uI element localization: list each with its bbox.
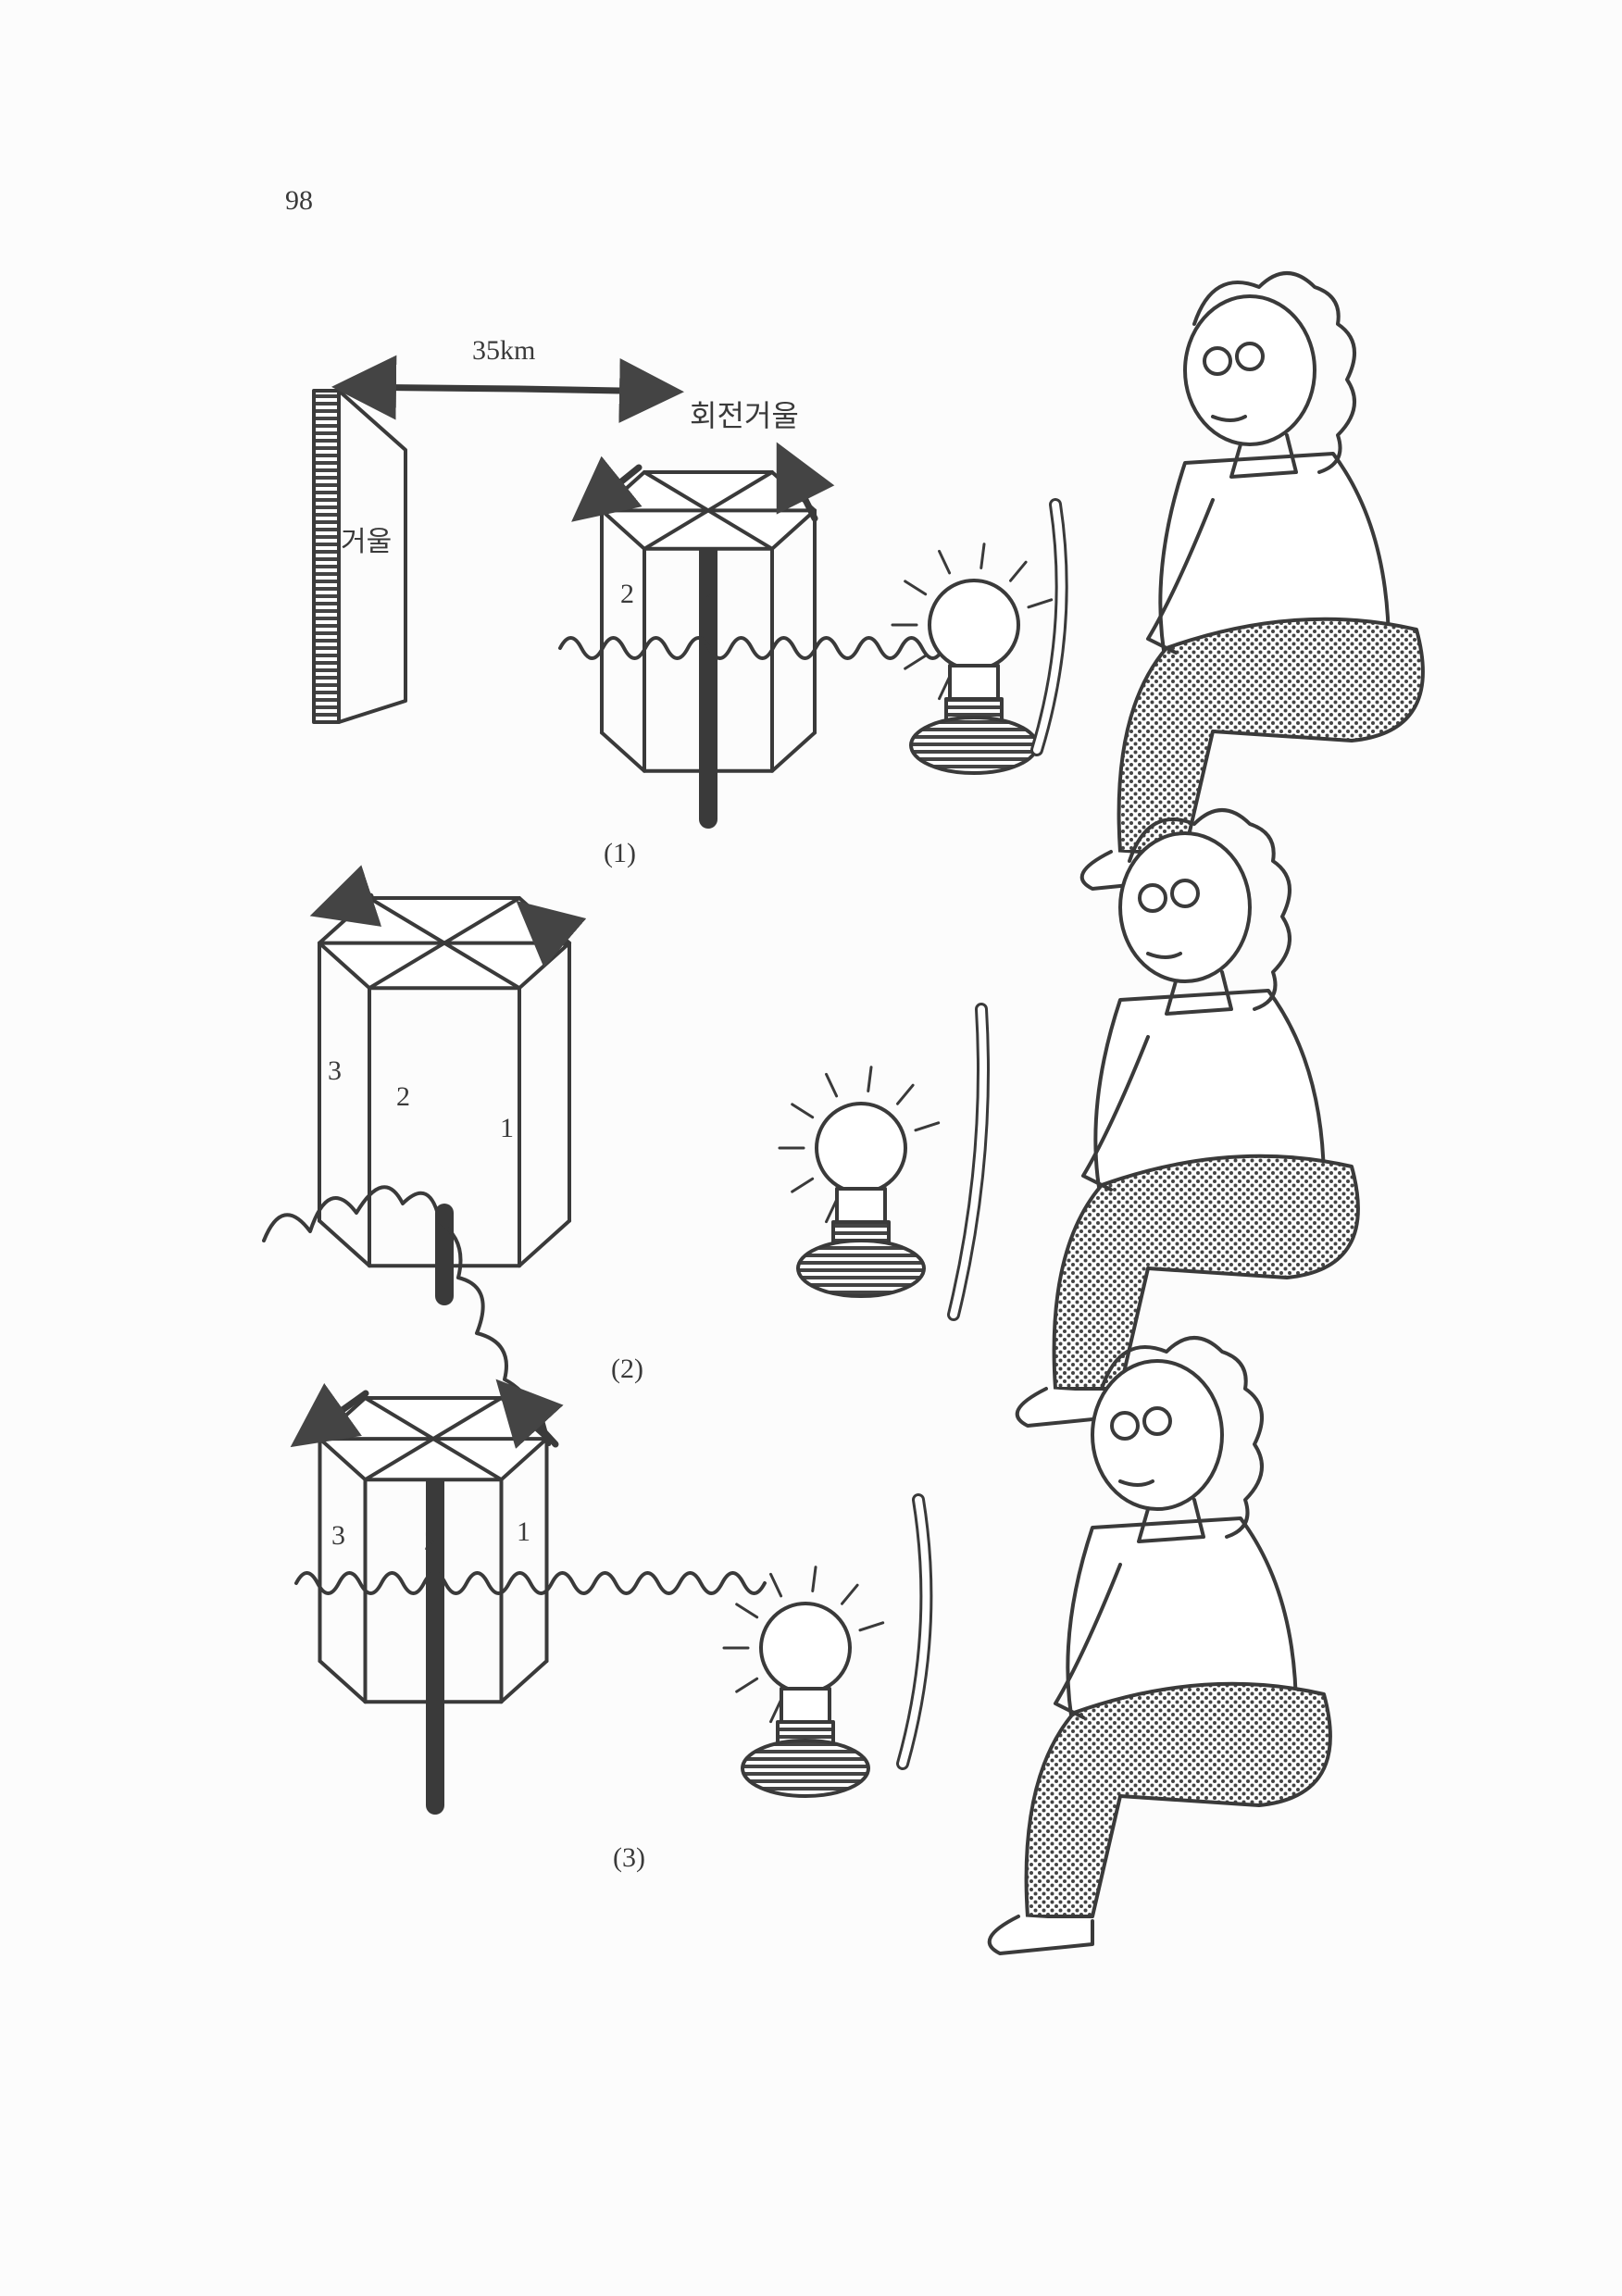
panel-3-bulb-ray bbox=[735, 1677, 759, 1693]
panel-3-observer-mouth bbox=[1118, 1479, 1154, 1487]
panel-1-rotation-arrow-left bbox=[571, 455, 643, 522]
panel-1-bulb-ray bbox=[1027, 598, 1054, 609]
panel-1-light-wave bbox=[558, 636, 945, 660]
panel-1-observer-legs bbox=[1117, 617, 1425, 854]
panel-3-bulb-ray bbox=[769, 1572, 783, 1598]
panel-3-light-wave bbox=[294, 1571, 767, 1595]
panel-3-rotating-mirror-spoke bbox=[363, 1396, 504, 1482]
panel-3-bulb-glass bbox=[759, 1602, 852, 1694]
panel-3-observer-eye bbox=[1142, 1406, 1172, 1436]
panel-1-rotating-mirror-spoke bbox=[643, 470, 774, 551]
panel-2-bulb-ray bbox=[914, 1121, 941, 1132]
panel-2-bulb-ray bbox=[791, 1103, 815, 1119]
panel-1-observer-neck bbox=[1229, 433, 1298, 479]
panel-2-observer-neck bbox=[1165, 970, 1233, 1016]
face-label: 2 bbox=[620, 579, 634, 609]
panel-3-observer-neck bbox=[1137, 1498, 1205, 1543]
panel-2-observer-hair bbox=[1128, 808, 1291, 1011]
panel-1-bulb-base bbox=[909, 716, 1039, 775]
panel-3-bulb-ray bbox=[769, 1698, 783, 1724]
panel-3-observer-eye bbox=[1110, 1411, 1140, 1441]
panel-2-rotation-arrow-left bbox=[309, 865, 382, 927]
panel-1-observer-mouth bbox=[1211, 415, 1247, 422]
face-label: 1 bbox=[500, 1113, 514, 1143]
fixed-mirror-surface bbox=[312, 389, 341, 724]
panel-3-screen-inner bbox=[899, 1496, 930, 1767]
panel-2-observer-eye bbox=[1170, 879, 1200, 908]
panel-2-bulb-ray bbox=[867, 1066, 873, 1092]
panel-1-bulb-glass bbox=[928, 579, 1020, 671]
panel-1-bulb-ray bbox=[979, 543, 986, 569]
panel-2-screen-inner bbox=[950, 1005, 987, 1318]
panel-2-bulb-glass bbox=[815, 1102, 907, 1194]
page-number: 98 bbox=[285, 185, 313, 216]
panel-1-observer-hair bbox=[1192, 271, 1356, 474]
panel-1-bulb-ray bbox=[938, 675, 952, 701]
panel-3-rotation-arrow-left bbox=[290, 1382, 369, 1448]
distance-label: 35km bbox=[472, 335, 536, 366]
panel-1-screen-inner bbox=[1033, 501, 1066, 754]
rotating-mirror-label: 회전거울 bbox=[690, 398, 799, 433]
panel-2-bulb-base bbox=[796, 1239, 926, 1298]
panel-2-bulb-ray bbox=[825, 1198, 839, 1224]
panel-3-axle bbox=[426, 1444, 444, 1815]
face-label: 3 bbox=[328, 1055, 342, 1086]
panel-1-observer-eye bbox=[1235, 342, 1265, 371]
panel-3-rotating-mirror-bottom bbox=[318, 1659, 549, 1704]
panel-3-observer-arm bbox=[1054, 1563, 1122, 1719]
panel-2-observer-eye bbox=[1138, 883, 1167, 913]
panel-3-rotation-arrow-right bbox=[495, 1379, 564, 1449]
panel-3-bulb-ray bbox=[811, 1566, 817, 1592]
face-label: 3 bbox=[331, 1520, 345, 1551]
face-label: 2 bbox=[396, 1081, 410, 1112]
panel-3-bulb-ray bbox=[841, 1583, 859, 1605]
panel-2-bulb-ray bbox=[896, 1083, 915, 1105]
panel-2-caption: (2) bbox=[611, 1354, 643, 1384]
panel-3-observer-legs bbox=[1024, 1681, 1332, 1918]
distance-arrow-left bbox=[331, 355, 522, 420]
panel-2-bulb-ray bbox=[825, 1072, 839, 1098]
panel-1-bulb-ray bbox=[904, 654, 928, 670]
panel-1-observer-arm bbox=[1146, 498, 1215, 655]
mirror-label: 거울 bbox=[341, 518, 393, 559]
panel-2-rotation-arrow-right bbox=[516, 900, 587, 968]
panel-3-bulb-ray bbox=[735, 1603, 759, 1619]
panel-1-axle bbox=[699, 481, 717, 829]
panel-1-caption: (1) bbox=[604, 838, 636, 868]
panel-1-bulb-ray bbox=[938, 549, 952, 575]
face-label: 2 bbox=[424, 1526, 438, 1556]
panel-1-bulb-ray bbox=[904, 580, 928, 596]
face-label: 1 bbox=[517, 1516, 530, 1547]
panel-3-observer-hair bbox=[1100, 1336, 1264, 1539]
distance-arrow-right bbox=[515, 357, 684, 423]
panel-1-bulb-ray bbox=[1009, 560, 1028, 582]
panel-2-observer-legs bbox=[1052, 1154, 1360, 1391]
fixed-mirror-frame bbox=[337, 389, 407, 724]
panel-2-rotating-mirror-bottom bbox=[318, 1218, 571, 1268]
panel-1-rotating-mirror-bottom bbox=[600, 730, 817, 773]
panel-3-bulb-base bbox=[741, 1739, 870, 1798]
panel-1-rotation-arrow-right bbox=[776, 442, 835, 522]
panel-2-observer-arm bbox=[1081, 1035, 1150, 1192]
panel-2-scattered-light-wave bbox=[262, 1185, 551, 1446]
panel-3-caption: (3) bbox=[613, 1842, 645, 1873]
panel-2-observer-mouth bbox=[1146, 952, 1182, 959]
panel-2-rotating-mirror-spoke bbox=[368, 896, 521, 991]
panel-2-bulb-ray bbox=[791, 1177, 815, 1193]
panel-3-bulb-ray bbox=[858, 1621, 885, 1632]
panel-3-observer-foot bbox=[987, 1915, 1094, 1955]
face-label: 1 bbox=[704, 588, 717, 618]
panel-1-observer-eye bbox=[1203, 346, 1232, 376]
